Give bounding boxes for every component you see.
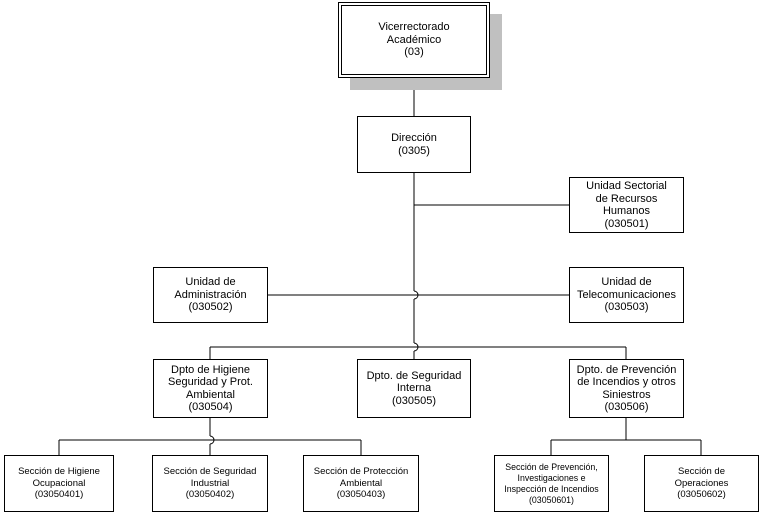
org-box-label: Unidad de Administración (030502)	[174, 276, 247, 314]
org-box-seccion-prevencion: Sección de Prevención, Investigaciones e…	[494, 455, 609, 512]
org-box-label: Dpto de Higiene Seguridad y Prot. Ambien…	[168, 363, 253, 414]
org-box-telecomunicaciones: Unidad de Telecomunicaciones (030503)	[569, 267, 684, 323]
org-box-higiene: Dpto de Higiene Seguridad y Prot. Ambien…	[153, 359, 268, 418]
org-box-seccion-proteccion-ambiental: Sección de Protección Ambiental (0305040…	[303, 455, 419, 512]
org-box-seccion-operaciones: Sección de Operaciones (03050602)	[644, 455, 759, 512]
org-box-direccion: Dirección (0305)	[357, 116, 471, 173]
org-box-label: Dpto. de Seguridad Interna (030505)	[366, 369, 462, 407]
org-box-label: Dirección (0305)	[391, 132, 437, 157]
org-box-vicerrectorado: Vicerrectorado Académico (03)	[338, 2, 490, 78]
org-box-administracion: Unidad de Administración (030502)	[153, 267, 268, 323]
org-box-label: Unidad Sectorial de Recursos Humanos (03…	[586, 180, 667, 230]
org-box-label: Sección de Prevención, Investigaciones e…	[504, 461, 599, 505]
org-box-seccion-higiene: Sección de Higiene Ocupacional (03050401…	[4, 455, 114, 512]
org-box-label: Sección de Protección Ambiental (0305040…	[313, 466, 409, 501]
org-box-label: Sección de Seguridad Industrial (0305040…	[163, 466, 257, 501]
org-box-label: Dpto. de Prevención de Incendios y otros…	[576, 363, 677, 414]
org-box-seccion-seguridad-industrial: Sección de Seguridad Industrial (0305040…	[152, 455, 268, 512]
org-box-label: Vicerrectorado Académico (03)	[378, 21, 450, 59]
org-box-recursos-humanos: Unidad Sectorial de Recursos Humanos (03…	[569, 177, 684, 233]
org-box-label: Sección de Operaciones (03050602)	[674, 466, 729, 501]
org-box-seguridad-interna: Dpto. de Seguridad Interna (030505)	[357, 359, 471, 418]
org-box-prevencion: Dpto. de Prevención de Incendios y otros…	[569, 359, 684, 418]
org-box-label: Unidad de Telecomunicaciones (030503)	[576, 276, 677, 314]
org-box-label: Sección de Higiene Ocupacional (03050401…	[18, 466, 100, 501]
